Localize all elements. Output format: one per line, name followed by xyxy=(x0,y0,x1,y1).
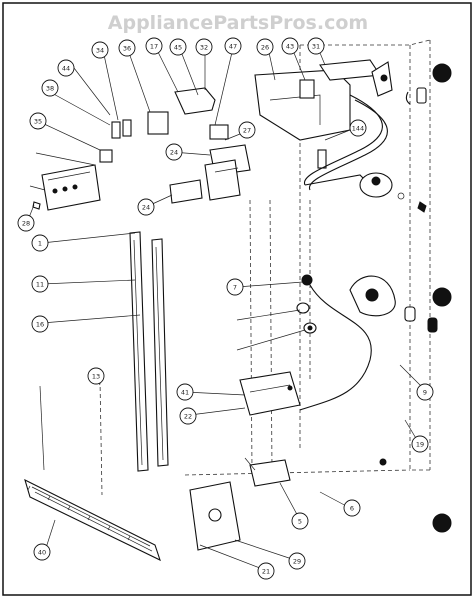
callout-24-a: 24 xyxy=(165,143,183,161)
callout-32: 32 xyxy=(195,38,213,56)
leader-lines xyxy=(25,47,426,571)
control-panel xyxy=(32,164,101,211)
registration-dot-bottom xyxy=(432,513,452,533)
watermark: AppliancePartsPros.com xyxy=(108,12,368,34)
svg-text:26: 26 xyxy=(261,44,269,52)
svg-text:11: 11 xyxy=(36,281,44,289)
switch-assembly xyxy=(99,87,229,163)
control-housing xyxy=(254,59,381,169)
callout-28: 28 xyxy=(17,214,35,232)
svg-text:41: 41 xyxy=(181,389,189,397)
svg-text:36: 36 xyxy=(123,45,131,53)
registration-dot-top xyxy=(432,63,452,83)
svg-text:44: 44 xyxy=(62,65,70,73)
callout-41: 41 xyxy=(176,383,194,401)
callout-35: 35 xyxy=(29,112,47,130)
callout-45: 45 xyxy=(169,38,187,56)
callout-27: 27 xyxy=(238,121,256,139)
svg-text:22: 22 xyxy=(184,413,192,421)
svg-text:38: 38 xyxy=(46,85,54,93)
callout-21: 21 xyxy=(257,562,275,580)
svg-text:47: 47 xyxy=(229,43,237,51)
callout-36: 36 xyxy=(118,39,136,57)
diagram-frame xyxy=(2,2,472,596)
svg-text:31: 31 xyxy=(312,43,320,51)
thermostat-blocks xyxy=(169,144,251,204)
svg-text:24: 24 xyxy=(170,149,178,157)
callout-29: 29 xyxy=(288,552,306,570)
callout-16: 16 xyxy=(31,315,49,333)
callout-34: 34 xyxy=(91,41,109,59)
callout-9: 9 xyxy=(416,383,434,401)
callout-31: 31 xyxy=(307,37,325,55)
svg-text:40: 40 xyxy=(38,549,46,557)
svg-text:27: 27 xyxy=(243,127,251,135)
lower-mount xyxy=(189,371,387,551)
svg-text:17: 17 xyxy=(150,43,158,51)
callout-40: 40 xyxy=(33,543,51,561)
callout-6: 6 xyxy=(343,499,361,517)
callout-13: 13 xyxy=(87,367,105,385)
svg-text:43: 43 xyxy=(286,43,294,51)
callout-26: 26 xyxy=(256,38,274,56)
door-trim-strips xyxy=(129,231,169,472)
svg-text:19: 19 xyxy=(416,441,424,449)
svg-text:34: 34 xyxy=(96,47,104,55)
top-right-bracket xyxy=(359,61,427,213)
callout-43: 43 xyxy=(281,37,299,55)
callout-44: 44 xyxy=(57,59,75,77)
callout-17: 17 xyxy=(145,37,163,55)
svg-text:32: 32 xyxy=(200,44,208,52)
svg-text:6: 6 xyxy=(350,505,354,513)
callout-group: 44 34 36 17 45 32 47 26 43 31 38 35 27 1… xyxy=(17,37,434,580)
svg-text:5: 5 xyxy=(298,518,302,526)
svg-text:7: 7 xyxy=(233,284,237,292)
callout-5: 5 xyxy=(291,512,309,530)
svg-text:35: 35 xyxy=(34,118,42,126)
svg-text:28: 28 xyxy=(22,220,30,228)
base-grille xyxy=(24,478,161,562)
svg-text:29: 29 xyxy=(293,558,301,566)
svg-text:21: 21 xyxy=(262,568,270,576)
svg-text:9: 9 xyxy=(423,389,427,397)
svg-text:1: 1 xyxy=(38,240,42,248)
registration-dot-middle xyxy=(432,287,452,307)
callout-47: 47 xyxy=(224,37,242,55)
callout-24-b: 24 xyxy=(137,198,155,216)
callout-144: 144 xyxy=(349,119,367,137)
svg-text:13: 13 xyxy=(92,373,100,381)
callout-11: 11 xyxy=(31,275,49,293)
callout-1: 1 xyxy=(31,234,49,252)
callout-22: 22 xyxy=(179,407,197,425)
callout-7: 7 xyxy=(226,278,244,296)
svg-text:144: 144 xyxy=(352,125,364,133)
svg-text:16: 16 xyxy=(36,321,44,329)
svg-text:24: 24 xyxy=(142,204,150,212)
callout-38: 38 xyxy=(41,79,59,97)
callout-19: 19 xyxy=(411,435,429,453)
svg-text:45: 45 xyxy=(174,44,182,52)
evaporator-cover xyxy=(349,275,438,333)
guide-lines xyxy=(99,199,311,496)
drain-tube xyxy=(296,274,372,411)
